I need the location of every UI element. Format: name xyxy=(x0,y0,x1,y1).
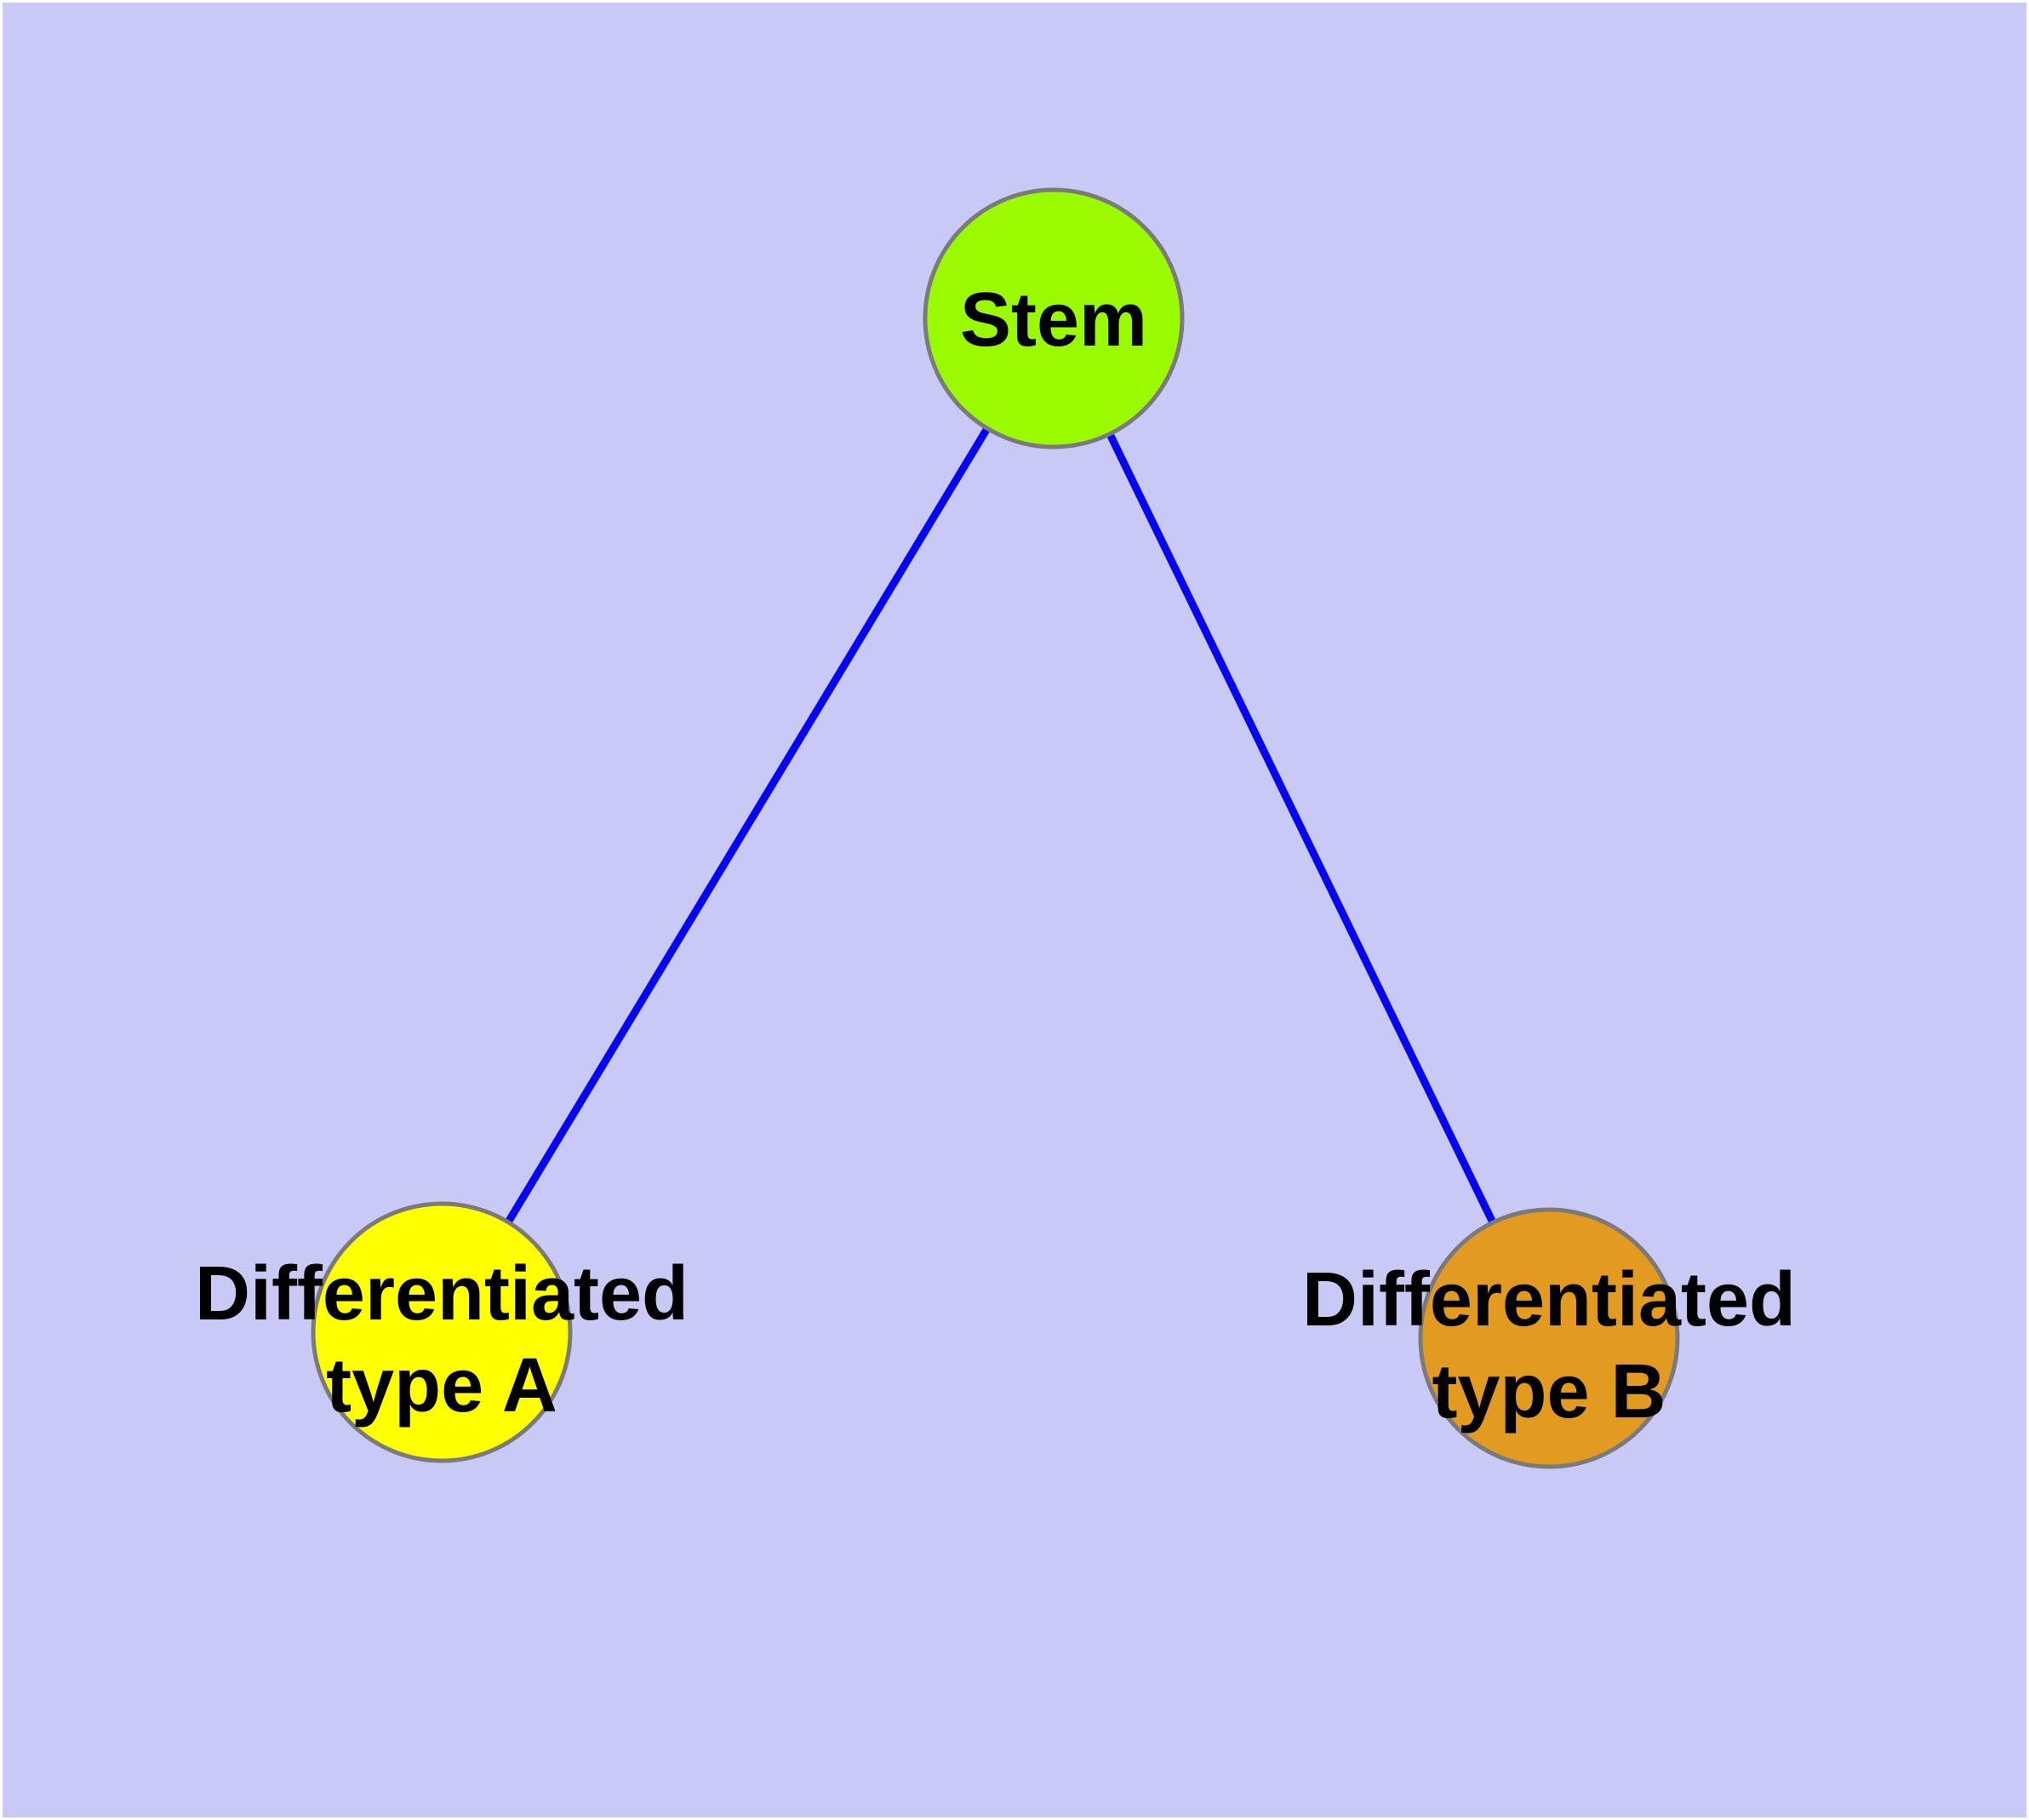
node-stem[interactable] xyxy=(923,187,1185,449)
edge-stem-to-type-a xyxy=(438,316,1057,1335)
edge-stem-to-type-b xyxy=(1049,317,1553,1340)
node-differentiated-type-b[interactable] xyxy=(1418,1207,1680,1469)
node-differentiated-type-a[interactable] xyxy=(311,1201,573,1463)
type-a-node-label-line2: type A xyxy=(326,1343,557,1428)
stem-node-label: Stem xyxy=(960,278,1147,363)
type-a-node-label-line1: Differentiated xyxy=(195,1251,689,1336)
type-b-node-label-line1: Differentiated xyxy=(1302,1257,1796,1342)
type-b-node-label-line2: type B xyxy=(1432,1349,1666,1434)
